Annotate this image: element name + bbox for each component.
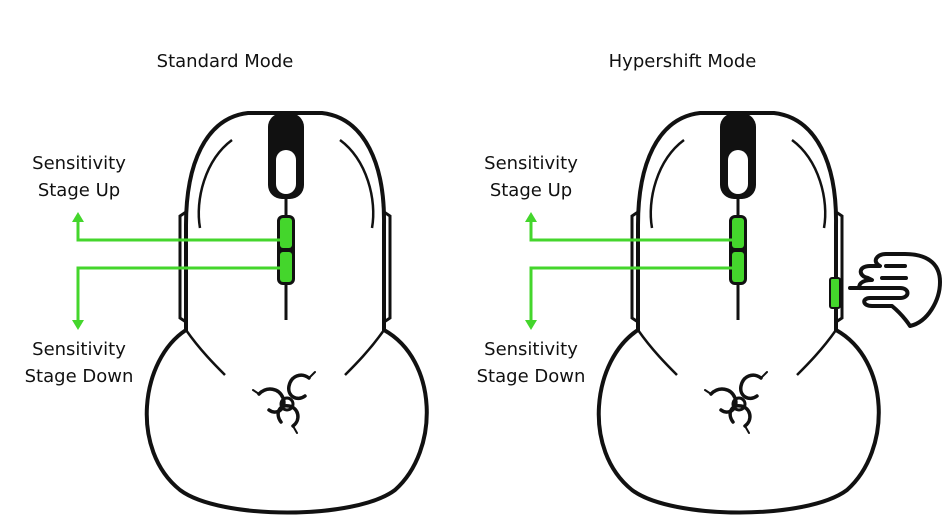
pointing-hand-icon (848, 252, 942, 328)
label-line: Stage Up (37, 180, 121, 201)
hypershift-side-button (829, 277, 841, 309)
label-line: Stage Down (476, 366, 586, 387)
arrow-up-icon (72, 212, 84, 222)
label-line: Stage Up (489, 180, 573, 201)
label-line: Stage Down (24, 366, 134, 387)
panel-title-hypershift: Hypershift Mode (608, 51, 757, 72)
panel-title-standard: Standard Mode (156, 51, 294, 72)
label-line: Sensitivity (484, 339, 578, 360)
label-stage-up-standard: Sensitivity Stage Up (18, 150, 140, 204)
arrow-up-icon (525, 212, 537, 222)
label-line: Sensitivity (32, 339, 126, 360)
label-line: Sensitivity (484, 153, 578, 174)
callout-lines-standard (76, 220, 280, 322)
arrow-down-icon (525, 320, 537, 330)
callout-lines-hypershift (529, 220, 732, 322)
label-line: Sensitivity (32, 153, 126, 174)
mouse-outline-icon-hypershift (596, 111, 881, 515)
label-stage-up-hypershift: Sensitivity Stage Up (470, 150, 592, 204)
label-stage-down-hypershift: Sensitivity Stage Down (470, 336, 592, 390)
arrow-down-icon (72, 320, 84, 330)
label-stage-down-standard: Sensitivity Stage Down (18, 336, 140, 390)
mouse-outline-icon-standard (144, 111, 429, 515)
